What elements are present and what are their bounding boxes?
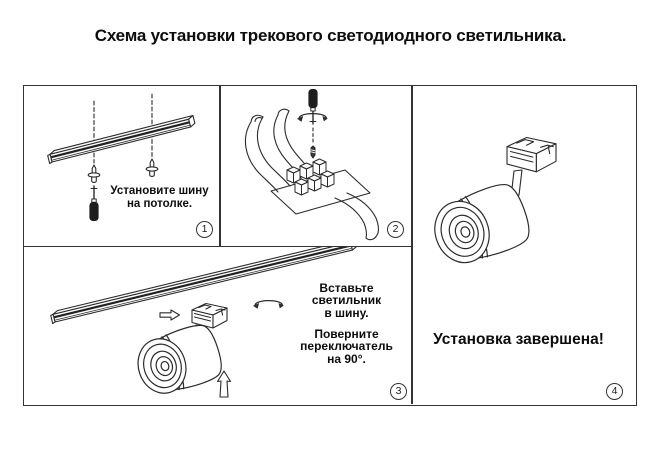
- step3-insert-line2: светильник: [311, 293, 382, 308]
- step3-illustration: [24, 247, 410, 402]
- step1-caption-line1: Установите шину: [110, 185, 209, 197]
- track-adapter-icon: [191, 302, 228, 329]
- step3-rotate-line1: Поверните: [314, 327, 379, 341]
- panel-divider-1-2: [219, 86, 221, 247]
- step1-number-badge: 1: [196, 221, 213, 238]
- track-rail-icon: [47, 116, 196, 164]
- panel-divider-right: [411, 86, 413, 404]
- step1-caption: Установите шину на потолке.: [89, 185, 230, 211]
- step4-illustration: [425, 136, 557, 273]
- track-rail-icon: [50, 247, 358, 324]
- insert-direction-arrow-icon: [159, 309, 181, 321]
- step3-rotate-line3: на 90°.: [327, 351, 366, 366]
- step2-number-badge: 2: [387, 221, 404, 238]
- installation-diagram: Установите шину на потолке. Вставьте све…: [23, 85, 637, 406]
- step2-illustration: [221, 88, 410, 245]
- up-arrow-icon: [216, 370, 232, 398]
- power-wires-icon: [245, 109, 378, 239]
- page-title: Схема установки трекового светодиодного …: [94, 26, 567, 45]
- step3-number-badge: 3: [390, 383, 407, 400]
- step4-number-badge: 4: [606, 383, 623, 400]
- track-light-fixture-icon: [130, 319, 228, 402]
- panel-divider-top-bottom: [24, 245, 411, 248]
- terminal-screw-icon: [310, 145, 316, 159]
- step3-caption-insert: Вставьте светильник в шину.: [266, 282, 427, 319]
- step3-insert-line3: в шину.: [324, 305, 369, 320]
- step3-rotate-line2: переключатель: [300, 339, 393, 354]
- mounting-plate-icon: [271, 170, 370, 214]
- track-adapter-icon: [506, 136, 557, 173]
- step3-insert-line1: Вставьте: [319, 281, 374, 295]
- step3-caption-rotate: Поверните переключатель на 90°.: [258, 328, 435, 365]
- step4-caption: Установка завершена!: [433, 331, 604, 348]
- screwdriver-icon: [307, 88, 319, 125]
- step1-illustration: [24, 86, 219, 222]
- step1-caption-line2: на потолке.: [126, 198, 193, 210]
- screw-anchor-icon: [145, 158, 159, 177]
- screw-anchor-icon: [87, 164, 101, 183]
